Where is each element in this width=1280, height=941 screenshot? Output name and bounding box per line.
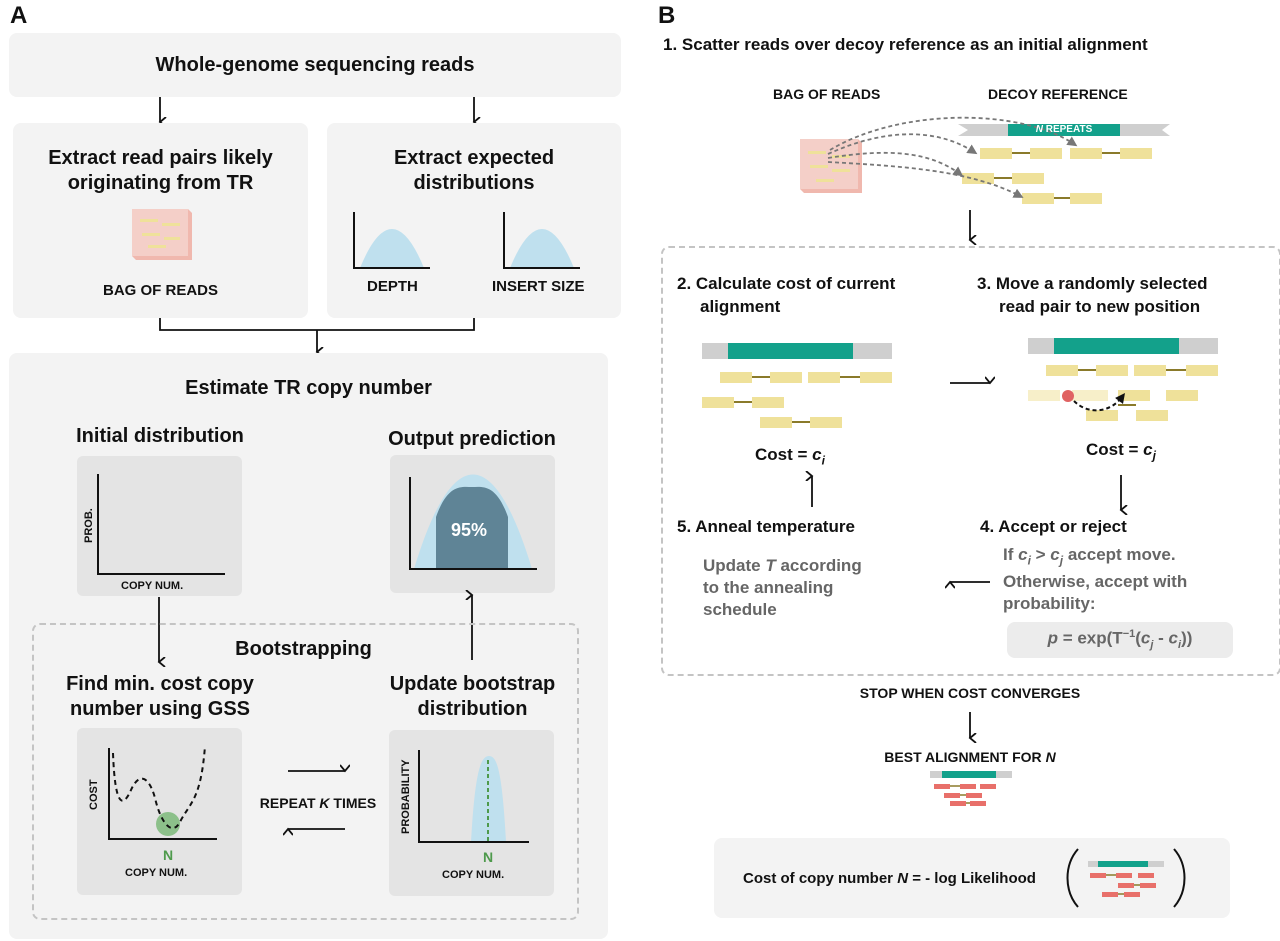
connector-arrows-b [640,210,1280,941]
probability-axis-label: PROBABILITY [400,759,412,834]
connector-arrows-top [0,97,640,360]
panel-a-letter: A [10,2,28,29]
acceptance-probability-formula [1007,622,1233,658]
initial-distribution-title: Initial distribution [76,425,244,447]
likelihood-alignment-graphic [1066,848,1186,908]
depth-distribution-icon [353,212,430,269]
stop-converges-label: STOP WHEN COST CONVERGES [859,685,1081,701]
cost-cj-label: Cost = cj [1086,440,1156,463]
wgs-reads-box [9,33,621,97]
copy-num-axis-label-2: COPY NUM. [125,867,188,879]
insert-size-distribution-icon [503,212,580,269]
moved-alignment-graphic [1028,338,1218,421]
extract-pairs-title: Extract read pairs likely originating fr… [48,147,273,194]
panel-b-letter: B [658,2,676,29]
extract-dist-box [327,123,621,318]
extract-dist-title: Extract expected distributions [393,147,555,194]
insert-size-label: INSERT SIZE [492,278,585,295]
estimate-title: Estimate TR copy number [185,377,432,399]
formula-text: p = exp(T−1(cj - ci)) [1047,628,1193,652]
step2-title: 2. Calculate cost of current alignment [677,274,896,316]
best-alignment-graphic [930,771,1012,806]
step5-title: 5. Anneal temperature [677,517,855,536]
initial-distribution-axes [97,474,225,575]
repeat-k-times-label: REPEAT K TIMES [259,795,377,811]
decoy-reference-label: DECOY REFERENCE [988,86,1128,102]
output-prediction-title: Output prediction [388,428,556,450]
bag-of-reads-icon-b [800,139,862,193]
accept-reject-text: If ci > cj accept move. Otherwise, accep… [1003,545,1188,614]
n-repeats-label: N REPEATS [1035,124,1093,135]
bootstrapping-title: Bootstrapping [235,638,372,660]
best-alignment-label: BEST ALIGNMENT FOR N [884,749,1056,765]
gss-cost-chart [108,745,217,840]
depth-label: DEPTH [367,278,418,295]
cost-copy-number-label: Cost of copy number N = - log Likelihood [743,870,1036,887]
initial-distribution-plot [77,456,242,596]
bootstrap-dist-plot [389,730,554,896]
bag-of-reads-label-a: BAG OF READS [102,282,218,299]
bag-of-reads-icon [132,209,192,260]
copy-num-axis-label-1: COPY NUM. [121,580,184,592]
step3-title: 3. Move a randomly selected read pair to… [977,274,1208,316]
update-boot-title: Update bootstrap distribution [389,673,556,720]
current-alignment-graphic [702,343,892,428]
copy-num-axis-label-3: COPY NUM. [442,869,505,881]
step4-title: 4. Accept or reject [980,517,1127,536]
percent-label: 95% [451,520,488,540]
cost-axis-label: COST [88,779,100,810]
bootstrap-dist-chart [418,750,529,843]
update-temperature-text: Update T according to the annealing sche… [703,556,862,619]
connector-arrows-a [0,0,640,941]
bag-of-reads-label-b: BAG OF READS [773,86,881,102]
bootstrapping-box [32,623,579,920]
output-prediction-chart [409,474,537,570]
n-marker-gss: N [163,847,174,863]
wgs-reads-title: Whole-genome sequencing reads [155,54,475,76]
cost-ci-label: Cost = ci [755,445,825,468]
n-marker-bootstrap: N [483,849,494,865]
decoy-reference-graphic [827,116,1170,204]
find-min-title: Find min. cost copy number using GSS [66,673,254,720]
step1-title: 1. Scatter reads over decoy reference as… [663,35,1148,54]
